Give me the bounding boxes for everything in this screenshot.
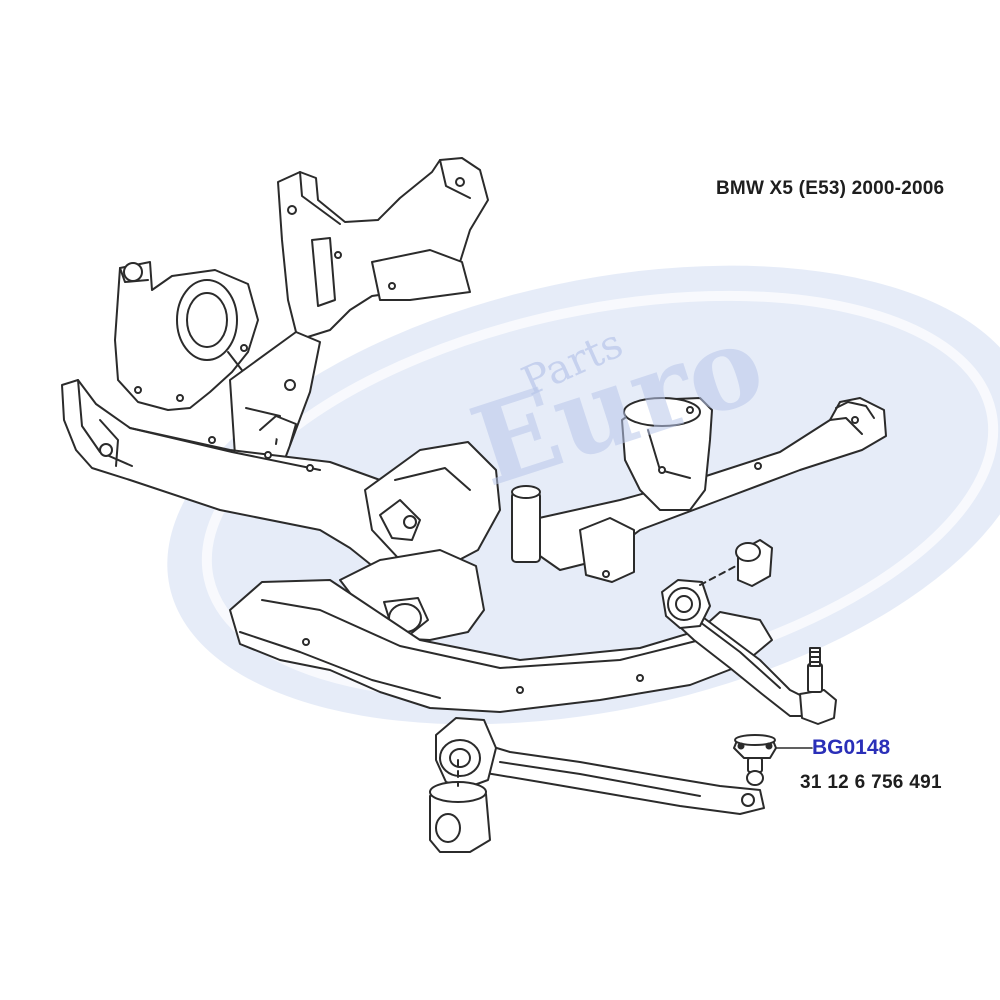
ball-joint-bg0148[interactable] (733, 734, 777, 786)
right-arm-bushing (661, 565, 737, 629)
right-small-bracket (579, 517, 635, 583)
left-arm-bushing (435, 717, 497, 789)
skid-plate (229, 579, 773, 713)
part-code-link[interactable]: BG0148 (812, 736, 891, 759)
rear-subframe-bracket (277, 157, 489, 341)
arm-ball-joint (799, 647, 837, 725)
right-control-arm (667, 599, 811, 717)
engine-mount-bracket (364, 441, 501, 571)
left-control-arm (469, 739, 765, 815)
vertical-post (511, 485, 541, 563)
oem-part-number: 31 12 6 756 491 (800, 772, 942, 793)
loose-bushing-left (429, 759, 491, 853)
diagram-title: BMW X5 (E53) 2000-2006 (716, 178, 945, 199)
right-strut-tower (621, 397, 713, 511)
loose-bushing-right (735, 539, 773, 587)
